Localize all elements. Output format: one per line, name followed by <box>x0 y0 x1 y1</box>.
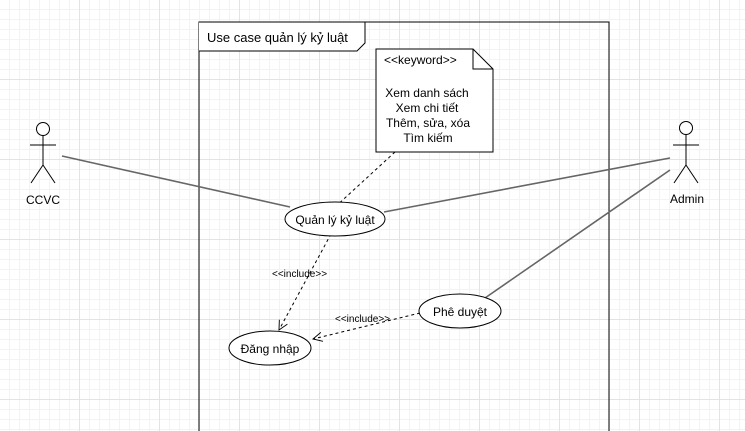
note-line: Thêm, sửa, xóa <box>386 116 470 130</box>
association-admin-phe-duyet[interactable] <box>484 169 671 299</box>
use-case-quan-ly-ky-luat[interactable]: Quản lý kỷ luật <box>284 201 386 237</box>
actor-ccvc[interactable]: CCVC <box>26 122 60 208</box>
keyword-note[interactable]: <<keyword>> Xem danh sách Xem chi tiết T… <box>375 48 494 153</box>
use-case-label: Quản lý kỷ luật <box>295 213 375 227</box>
use-case-phe-duyet[interactable]: Phê duyệt <box>418 293 502 329</box>
actor-label: CCVC <box>26 193 60 207</box>
frame-title: Use case quản lý kỷ luật <box>207 30 348 45</box>
actor-icon <box>30 122 56 184</box>
note-line: Tìm kiếm <box>403 131 452 145</box>
note-anchor-line[interactable] <box>333 151 396 209</box>
include-phe-duyet-dang-nhap[interactable] <box>313 312 421 339</box>
actor-label: Admin <box>670 192 704 206</box>
actor-icon <box>673 121 699 184</box>
use-case-label: Phê duyệt <box>433 305 488 319</box>
actor-admin[interactable]: Admin <box>670 121 704 207</box>
include-label-1: <<include>> <box>272 269 327 280</box>
system-frame[interactable]: Use case quản lý kỷ luật <box>198 21 610 431</box>
note-stereotype: <<keyword>> <box>384 53 457 67</box>
use-case-label: Đăng nhập <box>241 342 300 356</box>
note-line: Xem danh sách <box>385 86 468 100</box>
association-admin-quan-ly[interactable] <box>383 157 671 213</box>
association-ccvc-quan-ly[interactable] <box>61 155 291 208</box>
note-line: Xem chi tiết <box>396 101 459 115</box>
include-label-2: <<include>> <box>335 314 390 325</box>
use-case-dang-nhap[interactable]: Đăng nhập <box>228 330 312 366</box>
include-quan-ly-dang-nhap[interactable] <box>279 233 332 330</box>
